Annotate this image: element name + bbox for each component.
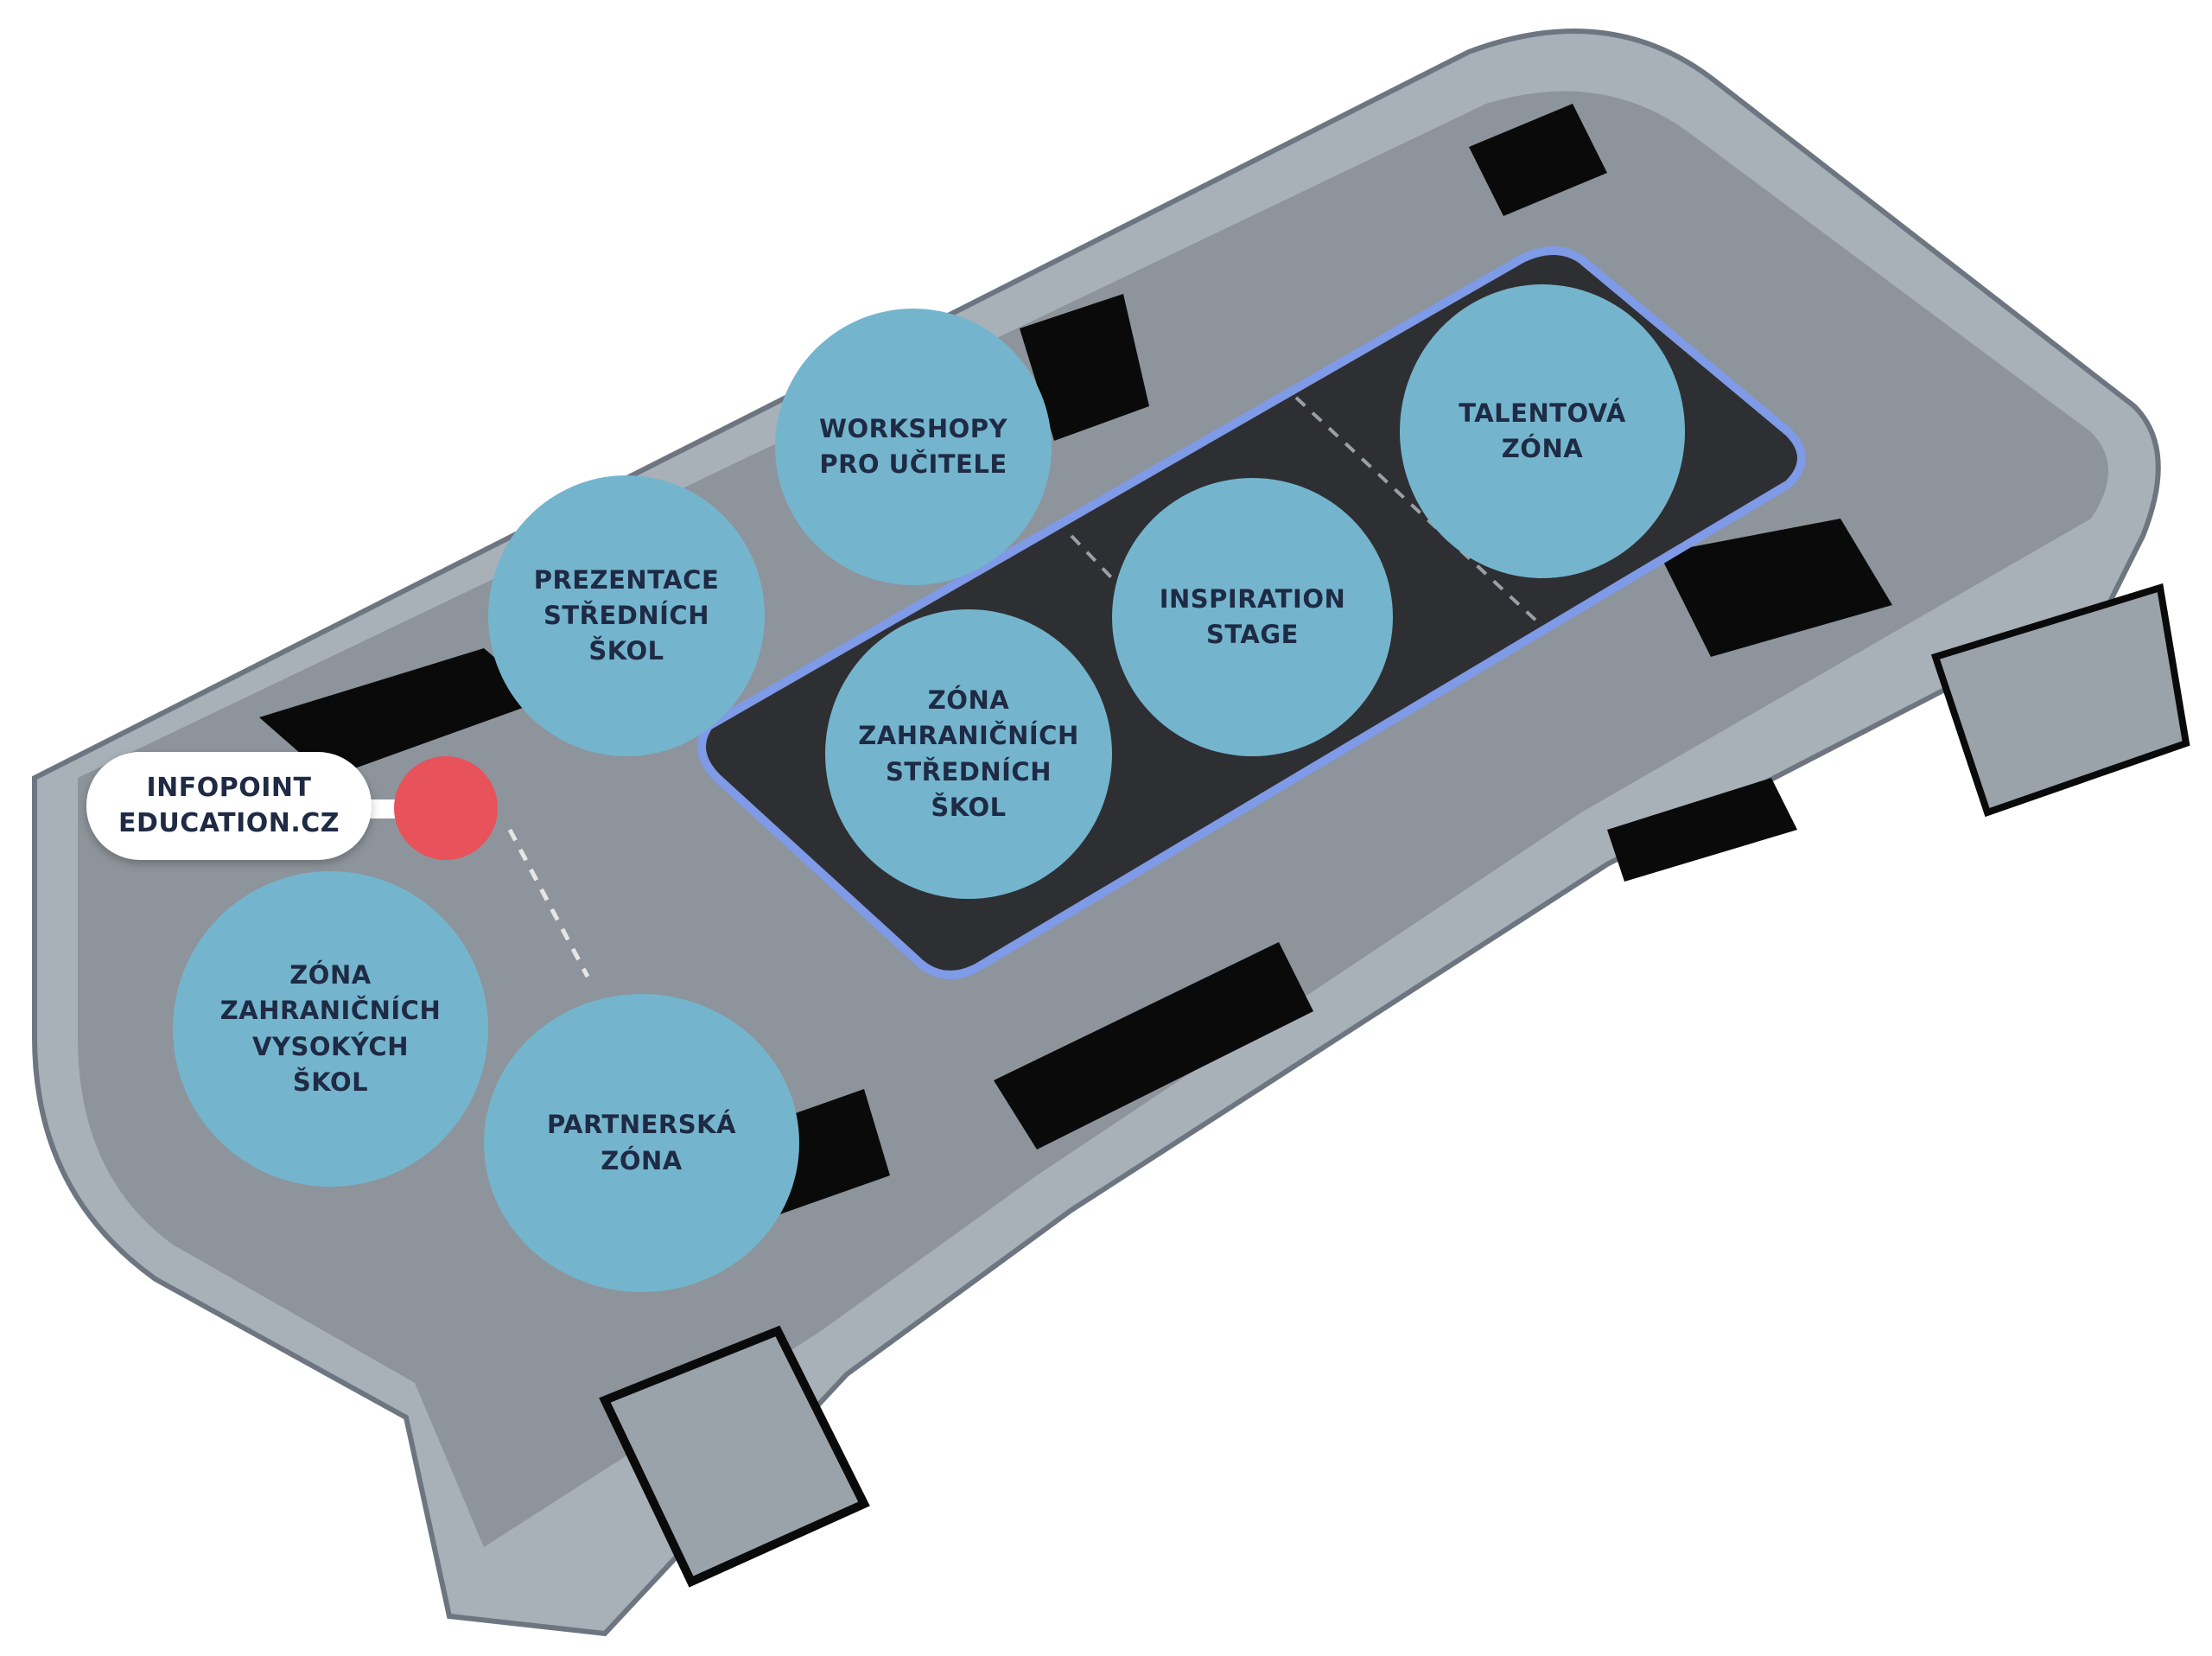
zone-label: WORKSHOPY PRO UČITELE <box>818 413 1007 479</box>
zone-talentova-zona[interactable]: TALENTOVÁ ZÓNA <box>1400 284 1685 578</box>
infopoint-label: INFOPOINT EDUCATION.CZ <box>118 773 340 838</box>
zone-workshopy-pro-ucitele[interactable]: WORKSHOPY PRO UČITELE <box>775 309 1052 585</box>
side-annex <box>1930 583 2190 818</box>
zone-label: PARTNERSKÁ ZÓNA <box>546 1110 737 1175</box>
wall-block <box>259 648 544 778</box>
infopoint-marker-icon[interactable] <box>394 756 498 860</box>
wall-block <box>1607 778 1797 882</box>
zone-label: PREZENTACE STŘEDNÍCH ŠKOL <box>533 564 720 666</box>
wall-block <box>994 942 1313 1150</box>
infopoint-connector <box>363 799 403 818</box>
zone-partnerska-zona[interactable]: PARTNERSKÁ ZÓNA <box>484 994 799 1292</box>
zone-label: TALENTOVÁ ZÓNA <box>1459 398 1626 463</box>
zone-zahranicnich-strednich-skol[interactable]: ZÓNA ZAHRANIČNÍCH STŘEDNÍCH ŠKOL <box>825 609 1112 899</box>
stair-annex <box>599 1325 870 1588</box>
infopoint-label-tag[interactable]: INFOPOINT EDUCATION.CZ <box>86 752 372 860</box>
zone-inspiration-stage[interactable]: INSPIRATION STAGE <box>1112 478 1393 756</box>
wall-block <box>1020 294 1149 441</box>
zone-label: INSPIRATION STAGE <box>1159 583 1346 649</box>
wall-block <box>1469 104 1607 216</box>
zone-prezentace-strednich-skol[interactable]: PREZENTACE STŘEDNÍCH ŠKOL <box>488 475 765 756</box>
zone-zahranicnich-vysokych-skol[interactable]: ZÓNA ZAHRANIČNÍCH VYSOKÝCH ŠKOL <box>173 871 488 1187</box>
zone-label: ZÓNA ZAHRANIČNÍCH VYSOKÝCH ŠKOL <box>219 960 442 1097</box>
entrance-path <box>507 828 590 978</box>
stage-divider <box>1294 396 1540 624</box>
wall-block <box>1659 519 1892 657</box>
zone-label: ZÓNA ZAHRANIČNÍCH STŘEDNÍCH ŠKOL <box>858 685 1079 822</box>
